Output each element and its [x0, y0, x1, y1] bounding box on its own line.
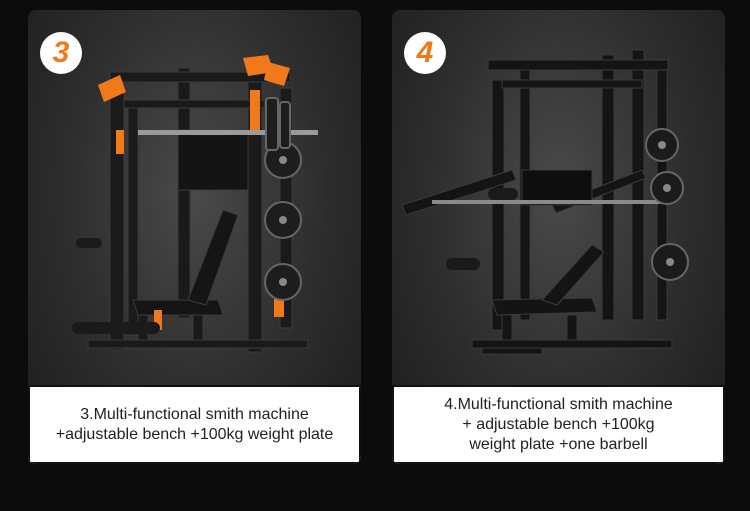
product-card-4[interactable]: 4 4.Multi-functional smith machine + adj…: [392, 10, 725, 464]
caption-line: 4.Multi-functional smith machine: [444, 395, 673, 413]
product-caption: 4.Multi-functional smith machine + adjus…: [392, 385, 725, 464]
product-card-3[interactable]: 3 3.Multi-functional smith machine +adju…: [28, 10, 361, 464]
product-image-smith-machine-orange: [28, 10, 361, 385]
caption-line: + adjustable bench +100kg: [462, 415, 655, 433]
product-number-badge: 4: [404, 32, 446, 74]
product-number-badge: 3: [40, 32, 82, 74]
caption-line: 3.Multi-functional smith machine: [80, 405, 309, 423]
caption-line: weight plate +one barbell: [469, 435, 648, 453]
product-image-smith-machine-black: [392, 10, 725, 385]
caption-line: +adjustable bench +100kg weight plate: [55, 425, 334, 443]
product-caption: 3.Multi-functional smith machine +adjust…: [28, 385, 361, 464]
